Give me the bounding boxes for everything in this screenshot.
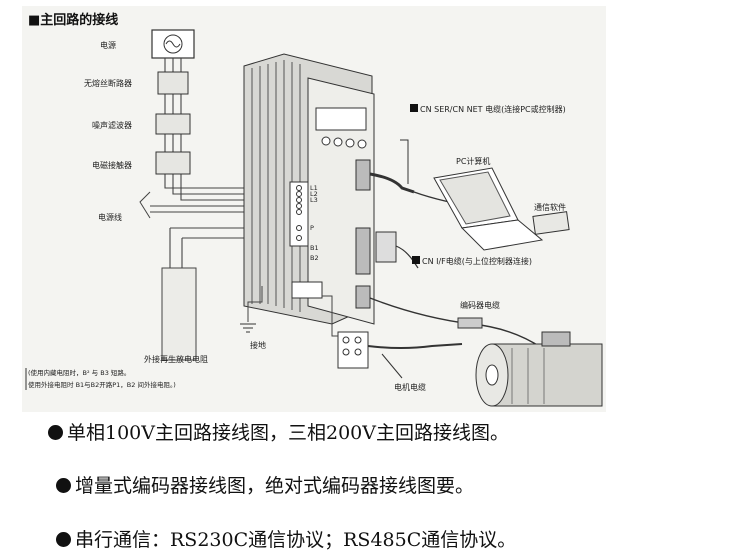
wiring-diagram: ■主回路的接线 电源 无熔丝断路器 噪声滤波器 电磁接触器 电源线 外接再生放电…: [22, 6, 606, 412]
cn-ser-connector: [355, 159, 371, 191]
label-breaker: 无熔丝断路器: [84, 78, 132, 88]
cn-ser-marker: [410, 104, 418, 112]
pc-laptop-icon: [433, 167, 544, 251]
cn-ser-pointer: [400, 139, 409, 184]
bullet-dot-icon: [56, 478, 71, 493]
bullet-dot-icon: [48, 425, 63, 440]
terminal-label-l2: L2: [310, 190, 318, 198]
bullet-item: 增量式编码器接线图，绝对式编码器接线图要。: [56, 471, 474, 498]
bullet-text: 单相100V主回路接线图，三相200V主回路接线图。: [67, 422, 509, 444]
bullet-text: 增量式编码器接线图，绝对式编码器接线图要。: [75, 475, 475, 497]
driver-unit: L1 L2 L3 P B1 B2: [243, 53, 375, 325]
panel-button: [321, 136, 331, 146]
terminal-label-l1: L1: [310, 184, 318, 192]
bullet-item: 串行通信：RS230C通信协议；RS485C通信协议。: [56, 525, 516, 552]
terminal-label-b1: B1: [310, 244, 319, 252]
cn-ser-cable: [369, 172, 415, 194]
label-software: 通信软件: [534, 202, 566, 212]
terminal-label-b2: B2: [310, 254, 319, 262]
motor-lug-group: [337, 331, 369, 369]
label-power: 电源: [100, 40, 116, 50]
cn-if-marker: [412, 256, 420, 264]
panel-button: [345, 138, 355, 148]
terminal-screws: [296, 185, 302, 241]
encoder-connector: [355, 285, 371, 309]
servo-motor-icon: [475, 331, 603, 407]
label-ground: 接地: [250, 340, 266, 350]
label-encoder-cable: 编码器电缆: [460, 300, 500, 310]
motor-lugs: [342, 336, 362, 356]
ac-source-icon: [163, 34, 183, 54]
label-cn-ser: CN SER/CN NET 电缆(连接PC或控制器): [420, 104, 566, 114]
note-line-2: 使用外接电阻时 B1与B2开路P1，B2 间外接电阻。): [28, 380, 176, 389]
encoder-cable: [369, 297, 543, 349]
software-disk-icon: [532, 211, 570, 235]
label-noise-filter: 噪声滤波器: [92, 120, 132, 130]
ground-wire: [247, 286, 263, 322]
label-cn-if: CN I/F电缆(与上位控制器连接): [422, 256, 532, 266]
label-regen-resistor: 外接再生放电电阻: [144, 354, 208, 364]
diagram-title: ■主回路的接线: [28, 12, 118, 28]
breaker-box: [157, 71, 189, 95]
label-pc: PC计算机: [456, 156, 490, 166]
panel-button: [357, 139, 367, 149]
cn-if-connector: [355, 227, 371, 275]
bullet-text: 串行通信：RS230C通信协议；RS485C通信协议。: [75, 529, 517, 551]
motor-wire: [322, 295, 338, 337]
motor-cable-pointer: [381, 353, 403, 379]
terminal-label-l3: L3: [310, 196, 318, 204]
regen-resistor-box: [161, 267, 197, 361]
cn-if-plug: [375, 231, 397, 263]
label-contactor: 电磁接触器: [92, 160, 132, 170]
noise-filter-box: [155, 113, 191, 135]
encoder-cable-plug: [457, 317, 483, 329]
contactor-box: [155, 151, 191, 175]
label-power-line: 电源线: [98, 212, 122, 222]
panel-button: [333, 137, 343, 147]
label-motor-cable: 电机电缆: [394, 382, 426, 392]
power-line-pointer: [139, 191, 151, 219]
wiring-diagram-svg: ■主回路的接线 电源 无熔丝断路器 噪声滤波器 电磁接触器 电源线 外接再生放电…: [25, 12, 603, 407]
ground-symbol-icon: [240, 323, 256, 333]
terminal-label-p: P: [310, 224, 314, 232]
note-line-1: (使用内藏电阻时，B² 与 B3 短路。: [28, 368, 130, 377]
bullet-item: 单相100V主回路接线图，三相200V主回路接线图。: [48, 418, 509, 445]
motor-cable: [367, 343, 463, 349]
display-panel: [315, 107, 367, 131]
motor-terminal-block: [291, 281, 323, 299]
bullet-dot-icon: [56, 532, 71, 547]
sine-wave-icon: [165, 40, 181, 48]
